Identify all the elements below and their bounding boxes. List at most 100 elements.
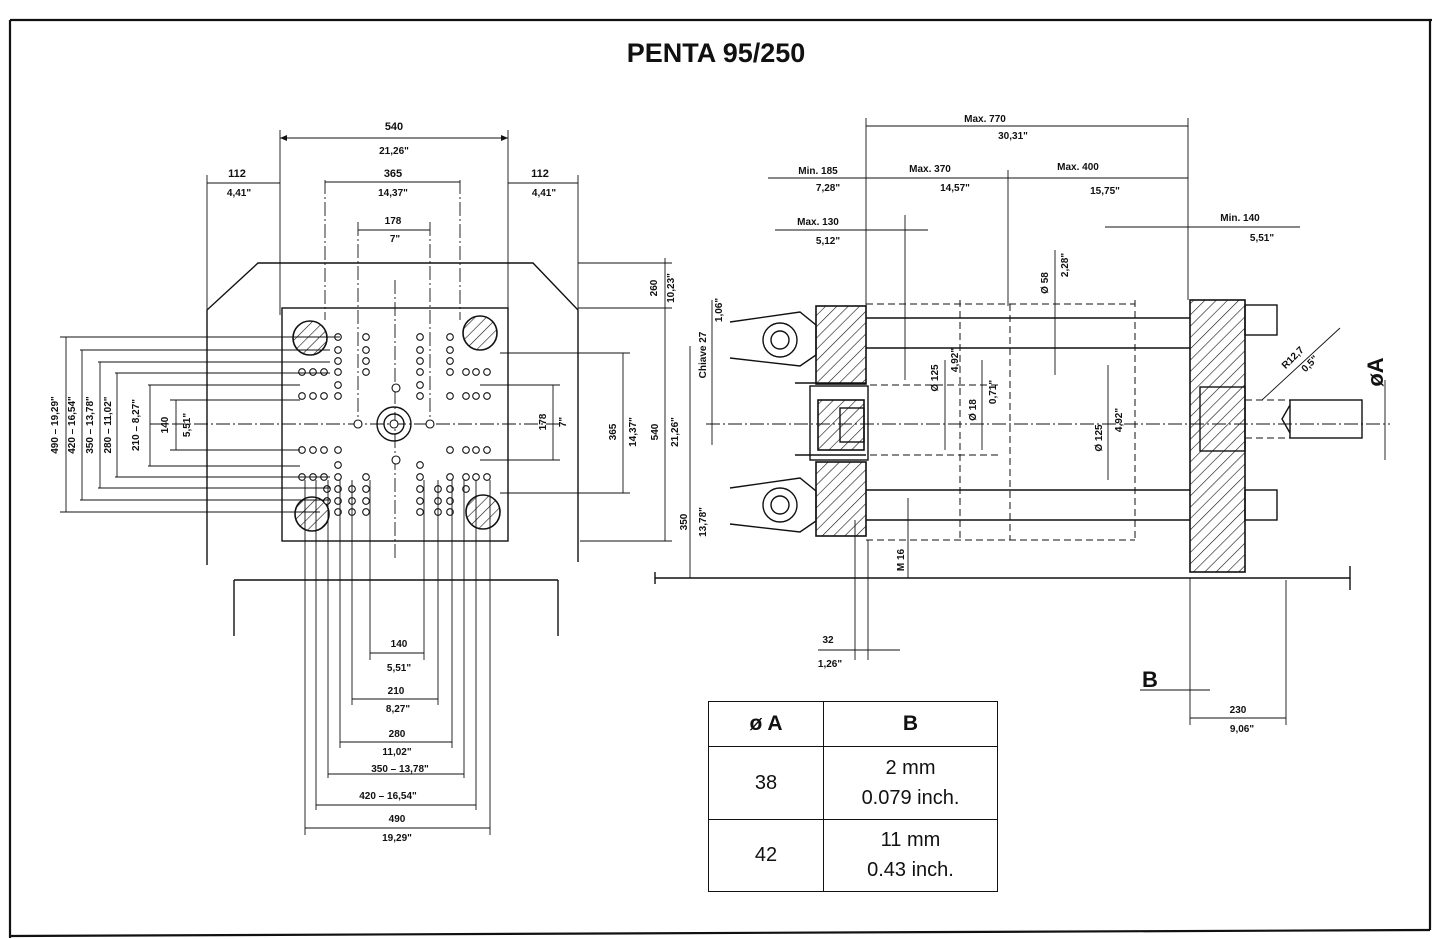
dim-max770-in: 30,31" [998, 131, 1028, 142]
dim-max400: Max. 400 [1057, 162, 1099, 173]
drawing-frame [8, 18, 1432, 938]
mounting-hole [362, 473, 370, 481]
table-cell-b-mm: 2 mm [885, 756, 936, 779]
tie-bar-top-right [462, 315, 498, 351]
mounting-hole [416, 381, 424, 389]
dim-d125a: Ø 125 [930, 364, 941, 392]
mounting-hole [334, 357, 342, 365]
mounting-hole [362, 508, 370, 516]
label-b: B [1142, 667, 1158, 692]
front-view: 540 21,26" 112 4,41" 112 4,41" 365 14,37… [50, 121, 709, 844]
dim-side-left: 112 [228, 168, 246, 180]
dim-max130-in: 5,12" [816, 236, 840, 247]
dim-b140: 140 [391, 639, 408, 650]
mounting-hole [446, 392, 454, 400]
tie-bar-bottom-right [465, 494, 501, 530]
dim-r12-in: 0,5" [1300, 354, 1321, 375]
mounting-hole [323, 497, 331, 505]
dim-tie-in: 14,37" [378, 188, 408, 199]
mounting-hole [309, 368, 317, 376]
mounting-hole [416, 485, 424, 493]
dim-width: 540 [385, 121, 403, 133]
mounting-hole [472, 392, 480, 400]
dim-v540: 540 [650, 423, 661, 440]
dim-v365: 365 [608, 423, 619, 440]
table-cell-a: 42 [708, 818, 824, 892]
moving-platen [1189, 299, 1246, 573]
table-cell-b-inch: 0.079 inch. [861, 786, 960, 809]
dim-d230: 230 [1230, 705, 1247, 716]
page-title: PENTA 95/250 [627, 38, 806, 68]
dim-side-right: 112 [531, 168, 549, 180]
dim-min185-in: 7,28" [816, 183, 840, 194]
dim-max130: Max. 130 [797, 217, 839, 228]
dim-b280: 280 [389, 729, 406, 740]
mounting-hole [362, 497, 370, 505]
table-cell-b: 11 mm 0.43 inch. [823, 818, 998, 892]
dim-b420: 420 – 16,54" [359, 791, 417, 802]
table-cell-b: 2 mm 0.079 inch. [823, 746, 998, 820]
mounting-hole [334, 381, 342, 389]
dim-d32: 32 [822, 635, 834, 646]
dim-d230-in: 9,06" [1230, 724, 1254, 735]
mounting-hole [416, 368, 424, 376]
mounting-hole [362, 485, 370, 493]
dim-m16: M 16 [896, 548, 907, 571]
dim-b490-in: 19,29" [382, 833, 412, 844]
dim-d125b: Ø 125 [1094, 424, 1105, 452]
mounting-hole [462, 446, 470, 454]
mounting-hole [472, 473, 480, 481]
table-header-b: B [823, 701, 998, 747]
mounting-hole [334, 346, 342, 354]
table-cell-b-mm: 11 mm [880, 829, 941, 852]
mounting-hole [462, 368, 470, 376]
mounting-hole [334, 392, 342, 400]
dim-v178: 178 [538, 413, 549, 430]
table-row: 42 11 mm 0.43 inch. [708, 818, 998, 892]
dim-min140-in: 5,51" [1250, 233, 1274, 244]
dim-d58: Ø 58 [1040, 272, 1051, 294]
dim-b350: 350 – 13,78" [371, 764, 429, 775]
mounting-hole [334, 446, 342, 454]
mounting-hole [416, 346, 424, 354]
tie-bar-top-left [292, 320, 328, 356]
side-view: Max. 770 30,31" Min. 185 7,28" Max. 370 … [654, 114, 1390, 735]
dim-width-in: 21,26" [379, 146, 409, 157]
dim-b210: 210 [388, 686, 405, 697]
dim-v260-in: 10,23" [666, 273, 677, 303]
mounting-hole [362, 368, 370, 376]
dim-b140-in: 5,51" [387, 663, 411, 674]
dim-min185: Min. 185 [798, 166, 838, 177]
dim-d18-in: 0,71" [988, 380, 999, 404]
locating-ring [376, 406, 412, 442]
mounting-hole [416, 473, 424, 481]
table-cell-b-inch: 0.43 inch. [867, 859, 954, 882]
mounting-hole [416, 392, 424, 400]
table-header-row: ø A B [708, 701, 998, 747]
mounting-hole [298, 368, 306, 376]
mounting-hole [462, 392, 470, 400]
mounting-hole [483, 446, 491, 454]
mounting-hole [334, 368, 342, 376]
dim-max770: Max. 770 [964, 114, 1006, 125]
dim-front-v350-in: 13,78" [698, 507, 709, 537]
table-header-a: ø A [708, 701, 824, 747]
dim-b490: 490 [389, 814, 406, 825]
dim-max370: Max. 370 [909, 164, 951, 175]
dim-chiave: Chiave 27 [698, 331, 709, 378]
mounting-hole [416, 508, 424, 516]
dim-center-in: 7" [390, 234, 401, 245]
tie-bar-bottom-left [294, 496, 330, 532]
dim-v420: 420 – 16,54" [67, 396, 78, 454]
mounting-hole [483, 392, 491, 400]
dim-v178-in: 7" [558, 417, 569, 428]
mounting-hole [446, 333, 454, 341]
dim-d125a-in: 4,92" [950, 348, 961, 372]
mounting-hole [462, 473, 470, 481]
dim-d125b-in: 4,92" [1114, 408, 1125, 432]
mounting-holes [298, 333, 491, 516]
dim-max400-in: 15,75" [1090, 186, 1120, 197]
mounting-hole [472, 368, 480, 376]
mounting-hole [334, 461, 342, 469]
